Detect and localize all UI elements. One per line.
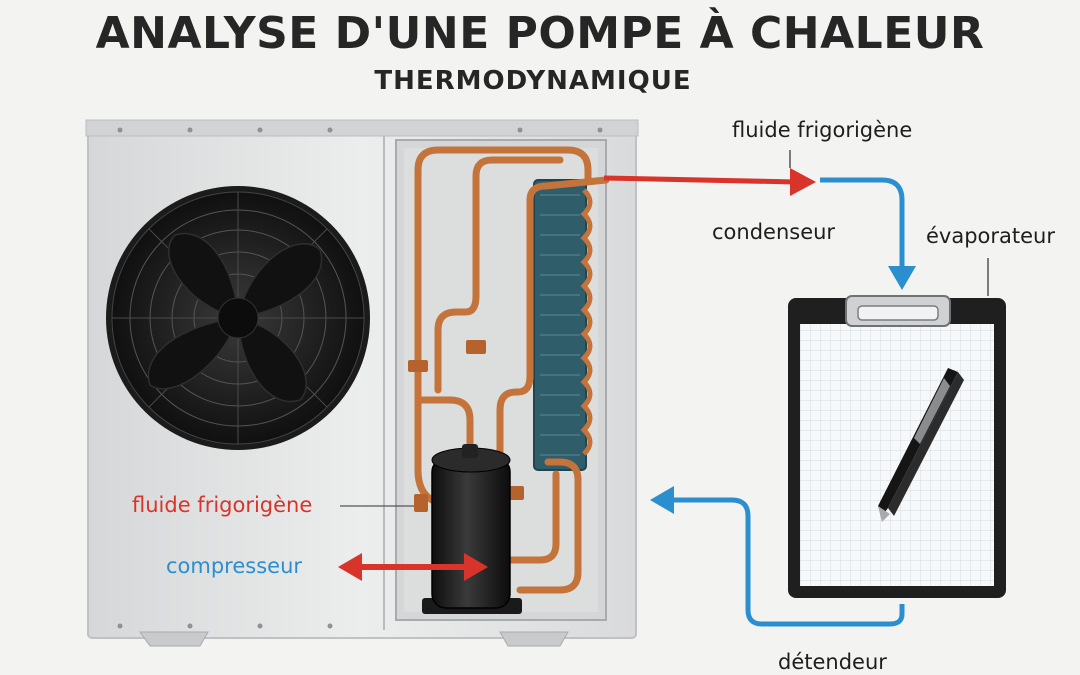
label-fluid-top: fluide frigorigène [732, 118, 913, 142]
label-evaporator: évaporateur [926, 224, 1055, 248]
label-fluid-left: fluide frigorigène [132, 493, 313, 517]
label-condenser: condenseur [712, 220, 836, 244]
fan-icon [106, 186, 370, 450]
copper-pipes [414, 146, 610, 594]
hot-flow-arrow [603, 150, 816, 196]
condenser-coil [533, 179, 593, 471]
page-subtitle: THERMODYNAMIQUE [374, 66, 692, 96]
clipboard-icon [788, 295, 1006, 598]
cold-flow-arrow-return [650, 486, 905, 627]
label-expansion-valve: détendeur [778, 650, 887, 674]
compressor-double-arrow [338, 553, 488, 581]
cold-flow-arrow-down [820, 177, 916, 290]
page-title: ANALYSE D'UNE POMPE À CHALEUR [95, 8, 985, 59]
label-compressor: compresseur [166, 554, 303, 578]
compressor [422, 444, 522, 614]
pen-icon [878, 368, 964, 522]
pipe-fittings [408, 340, 524, 512]
